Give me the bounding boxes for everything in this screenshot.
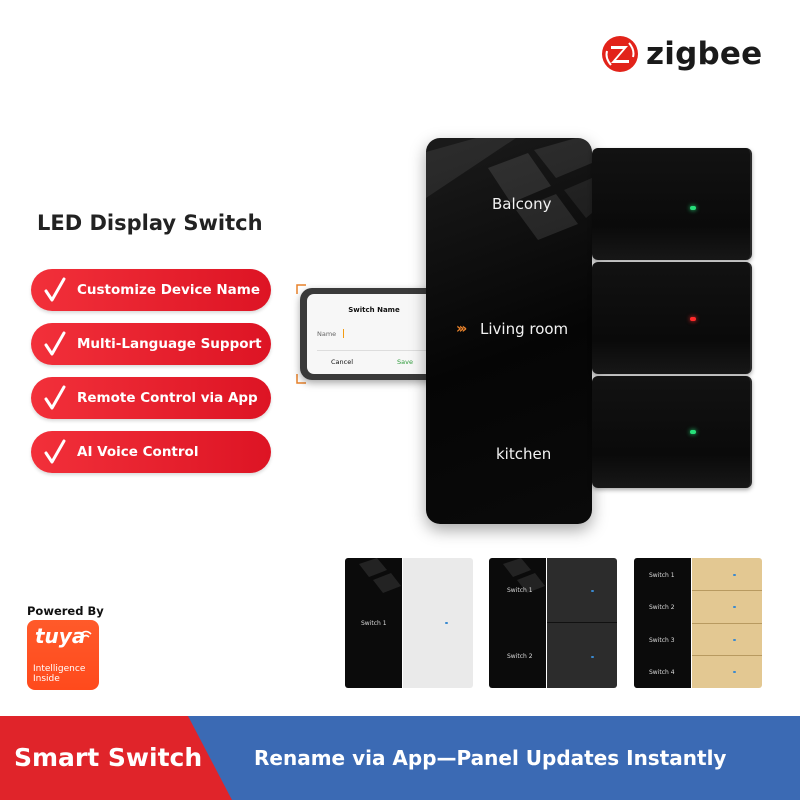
zigbee-logo: zigbee bbox=[602, 34, 772, 78]
bottom-banner: Smart Switch Rename via App—Panel Update… bbox=[0, 716, 800, 800]
rename-dialog: Switch Name Name Cancel Save bbox=[307, 294, 441, 374]
zigbee-wordmark: zigbee bbox=[646, 36, 763, 72]
save-button[interactable]: Save bbox=[397, 358, 413, 366]
button-separator bbox=[692, 655, 762, 656]
dialog-divider bbox=[317, 350, 431, 351]
room-label-living: Living room bbox=[480, 320, 569, 338]
switch-button-column bbox=[592, 148, 752, 500]
check-icon bbox=[44, 385, 66, 410]
glass-reflection bbox=[426, 138, 592, 240]
tuya-tagline-line1: Intelligence bbox=[33, 664, 86, 674]
variant-label: Switch 4 bbox=[649, 669, 675, 676]
switch-button-1[interactable] bbox=[592, 148, 752, 260]
variant-display: Switch 1 Switch 2 bbox=[489, 558, 546, 688]
name-input[interactable]: Name bbox=[317, 330, 337, 338]
variant-label: Switch 2 bbox=[507, 653, 533, 660]
variant-button-white bbox=[403, 558, 473, 688]
led-indicator-blue bbox=[733, 574, 736, 576]
feature-label: Remote Control via App bbox=[77, 390, 258, 406]
text-caret bbox=[343, 329, 344, 338]
room-label-kitchen: kitchen bbox=[496, 445, 552, 463]
led-indicator-blue bbox=[591, 590, 594, 592]
dialog-title: Switch Name bbox=[348, 306, 400, 314]
powered-by-label: Powered By bbox=[27, 604, 104, 618]
tuya-tagline-line2: Inside bbox=[33, 674, 60, 684]
arrow-indicator-icon: ››› bbox=[456, 321, 467, 337]
feature-heading: LED Display Switch bbox=[37, 211, 263, 235]
button-separator bbox=[692, 623, 762, 624]
check-icon bbox=[44, 331, 66, 356]
banner-title: Smart Switch bbox=[14, 743, 203, 772]
feature-pill-customize: Customize Device Name bbox=[31, 269, 271, 311]
tuya-wordmark: tuya bbox=[35, 624, 86, 648]
switch-display-panel: Balcony ››› Living room kitchen bbox=[426, 138, 592, 524]
led-indicator-blue bbox=[733, 639, 736, 641]
variant-button-gray bbox=[547, 558, 617, 688]
switch-button-2[interactable] bbox=[592, 262, 752, 374]
feature-label: Multi-Language Support bbox=[77, 336, 262, 352]
switch-button-3[interactable] bbox=[592, 376, 752, 488]
feature-label: Customize Device Name bbox=[77, 282, 260, 298]
led-indicator-blue bbox=[591, 656, 594, 658]
led-indicator-red bbox=[690, 317, 696, 321]
variant-label: Switch 1 bbox=[361, 620, 387, 627]
variant-black-gray: Switch 1 Switch 2 bbox=[489, 558, 617, 688]
check-icon bbox=[44, 439, 66, 464]
variant-label: Switch 3 bbox=[649, 637, 675, 644]
led-indicator-blue bbox=[733, 671, 736, 673]
led-indicator-green bbox=[690, 430, 696, 434]
feature-pill-voice: AI Voice Control bbox=[31, 431, 271, 473]
variant-display: Switch 1 bbox=[345, 558, 402, 688]
cancel-button[interactable]: Cancel bbox=[331, 358, 354, 366]
room-label-balcony: Balcony bbox=[492, 195, 552, 213]
led-indicator-blue bbox=[733, 606, 736, 608]
led-indicator-blue bbox=[445, 622, 448, 624]
zigbee-z-icon bbox=[602, 36, 638, 72]
feature-pill-language: Multi-Language Support bbox=[31, 323, 271, 365]
banner-red-section bbox=[0, 716, 232, 800]
tuya-tagline: Intelligence Inside bbox=[33, 664, 85, 684]
wifi-icon bbox=[80, 630, 92, 638]
check-icon bbox=[44, 277, 66, 302]
banner-tagline: Rename via App—Panel Updates Instantly bbox=[254, 746, 727, 770]
variant-label: Switch 1 bbox=[507, 587, 533, 594]
variant-black-gold: Switch 1 Switch 2 Switch 3 Switch 4 bbox=[634, 558, 762, 688]
variant-button-gold bbox=[692, 558, 762, 688]
variant-black-white: Switch 1 bbox=[345, 558, 473, 688]
feature-label: AI Voice Control bbox=[77, 444, 199, 460]
variant-label: Switch 1 bbox=[649, 572, 675, 579]
button-separator bbox=[692, 590, 762, 591]
led-indicator-green bbox=[690, 206, 696, 210]
rename-dialog-phone: Switch Name Name Cancel Save bbox=[300, 288, 448, 380]
button-separator bbox=[547, 622, 617, 623]
feature-pill-remote: Remote Control via App bbox=[31, 377, 271, 419]
variant-label: Switch 2 bbox=[649, 604, 675, 611]
tuya-logo: tuya Intelligence Inside bbox=[27, 620, 99, 690]
variant-display: Switch 1 Switch 2 Switch 3 Switch 4 bbox=[634, 558, 691, 688]
